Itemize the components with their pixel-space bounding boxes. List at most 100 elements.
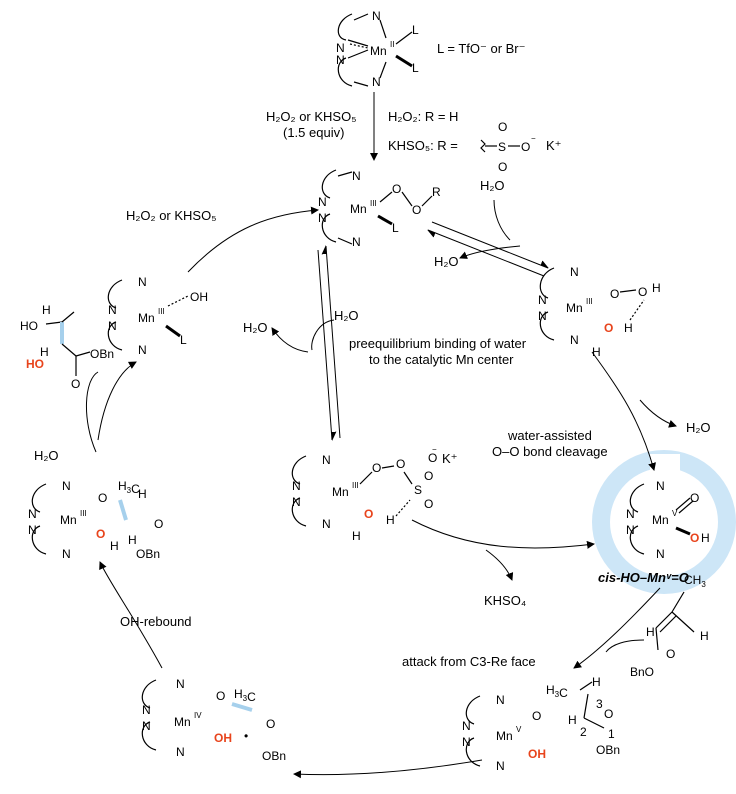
svg-text:N: N	[138, 343, 147, 357]
svg-text:N: N	[462, 735, 471, 749]
svg-text:N: N	[142, 703, 151, 717]
svg-text:K⁺: K⁺	[442, 451, 458, 466]
svg-text:OBn: OBn	[596, 743, 620, 757]
svg-text:H: H	[40, 345, 49, 359]
svg-text:O: O	[71, 377, 80, 391]
svg-text:R: R	[432, 185, 441, 199]
svg-text:Mn: Mn	[332, 485, 349, 499]
svg-text:O: O	[498, 160, 507, 174]
oh-rebound-label: OH-rebound	[120, 614, 192, 629]
svg-text:N: N	[570, 333, 579, 347]
svg-text:O: O	[666, 647, 675, 661]
svg-text:III: III	[80, 509, 87, 518]
svg-text:N: N	[336, 41, 345, 55]
svg-text:H: H	[42, 303, 51, 317]
mnv-substrate-transition-complex: N N N N Mn V O OH H3C H 3 2 H O 1 OBn	[462, 675, 620, 773]
svg-text:N: N	[142, 719, 151, 733]
svg-text:HO: HO	[26, 357, 44, 371]
svg-text:3: 3	[596, 697, 603, 711]
svg-text:1: 1	[608, 727, 615, 741]
svg-text:O: O	[690, 531, 699, 545]
mn-ii-precatalyst: N N N N Mn II L L	[336, 9, 419, 89]
svg-text:H3C: H3C	[546, 683, 568, 700]
svg-text:L: L	[392, 221, 399, 235]
svg-text:III: III	[586, 297, 593, 306]
r-h2o2-label: H₂O₂: R = H	[388, 109, 458, 124]
svg-text:L: L	[412, 23, 419, 37]
recycle-oxidant-label: H₂O₂ or KHSO₅	[126, 208, 216, 223]
oo-cleavage-arrow	[591, 351, 656, 471]
svg-text:H: H	[624, 321, 633, 335]
svg-text:N: N	[292, 479, 301, 493]
mn-iii-oor-complex: N N N N Mn III O O R L	[318, 169, 441, 249]
svg-text:H: H	[352, 529, 361, 543]
svg-text:N: N	[570, 265, 579, 279]
svg-text:O: O	[154, 517, 163, 531]
cis-ho-mnv-oxo-complex: N N N N Mn V O O H	[626, 479, 710, 561]
svg-text:Mn: Mn	[174, 715, 191, 729]
svg-text:N: N	[322, 453, 331, 467]
svg-text:OBn: OBn	[262, 749, 286, 763]
svg-text:N: N	[322, 517, 331, 531]
svg-text:O: O	[266, 717, 275, 731]
mn-iii-hydroxo-complex: N N N N Mn III OH L	[107, 275, 208, 357]
svg-text:O: O	[392, 182, 401, 196]
svg-text:N: N	[372, 75, 381, 89]
svg-text:II: II	[390, 40, 394, 49]
svg-text:H: H	[646, 625, 655, 639]
attack-label: attack from C3-Re face	[402, 654, 536, 669]
svg-text:O: O	[364, 507, 373, 521]
h2o-top-out: H₂O	[434, 254, 459, 269]
water-assisted-label-2: O–O bond cleavage	[492, 444, 608, 459]
svg-text:N: N	[28, 523, 37, 537]
svg-text:OH: OH	[528, 747, 546, 761]
svg-text:O: O	[610, 287, 619, 301]
svg-text:2: 2	[580, 725, 587, 739]
svg-text:N: N	[656, 479, 665, 493]
mn-iii-chelated-diol-complex: N N N N Mn III O O H H3C H H O OBn	[28, 479, 163, 561]
svg-text:N: N	[108, 319, 117, 333]
svg-text:O: O	[604, 321, 613, 335]
svg-text:Mn: Mn	[60, 513, 77, 527]
svg-text:O: O	[532, 709, 541, 723]
svg-text:H: H	[568, 713, 577, 727]
active-species-label: cis-HO–Mnᵛ=O	[598, 570, 689, 585]
svg-text:N: N	[62, 479, 71, 493]
svg-text:O: O	[604, 707, 613, 721]
h2o-binding-arrow	[493, 199, 511, 241]
svg-text:III: III	[158, 307, 165, 316]
svg-text:O: O	[216, 689, 225, 703]
svg-text:−: −	[531, 134, 536, 143]
svg-text:H: H	[386, 513, 395, 527]
water-binding-forward	[317, 249, 337, 441]
preequilibrium-label-2: to the catalytic Mn center	[369, 352, 514, 367]
svg-text:N: N	[626, 507, 635, 521]
svg-text:O: O	[412, 203, 421, 217]
svg-text:Mn: Mn	[350, 202, 367, 216]
h2o-center-in: H₂O	[334, 308, 359, 323]
svg-text:H: H	[701, 531, 710, 545]
svg-text:BnO: BnO	[630, 665, 654, 679]
svg-text:III: III	[352, 481, 359, 490]
svg-text:N: N	[318, 195, 327, 209]
svg-text:V: V	[672, 509, 678, 518]
khso4-release-arrow	[411, 519, 595, 549]
svg-text:N: N	[462, 719, 471, 733]
svg-text:N: N	[176, 745, 185, 759]
svg-text:H: H	[138, 487, 147, 501]
svg-text:N: N	[336, 53, 345, 67]
preequilibrium-label-1: preequilibrium binding of water	[349, 336, 527, 351]
substrate-attack-arrow	[573, 587, 661, 669]
svg-text:O: O	[690, 491, 699, 505]
svg-text:O: O	[424, 469, 433, 483]
svg-text:H: H	[592, 675, 601, 689]
svg-text:N: N	[656, 547, 665, 561]
svg-text:L: L	[412, 61, 419, 75]
svg-text:N: N	[372, 9, 381, 23]
svg-text:H: H	[700, 629, 709, 643]
potassium-label: K⁺	[546, 138, 562, 153]
mn-iii-ooh-water-complex: N N N N Mn III O O H O H H	[538, 265, 661, 359]
svg-text:N: N	[28, 507, 37, 521]
svg-text:H: H	[652, 281, 661, 295]
svg-text:N: N	[176, 677, 185, 691]
